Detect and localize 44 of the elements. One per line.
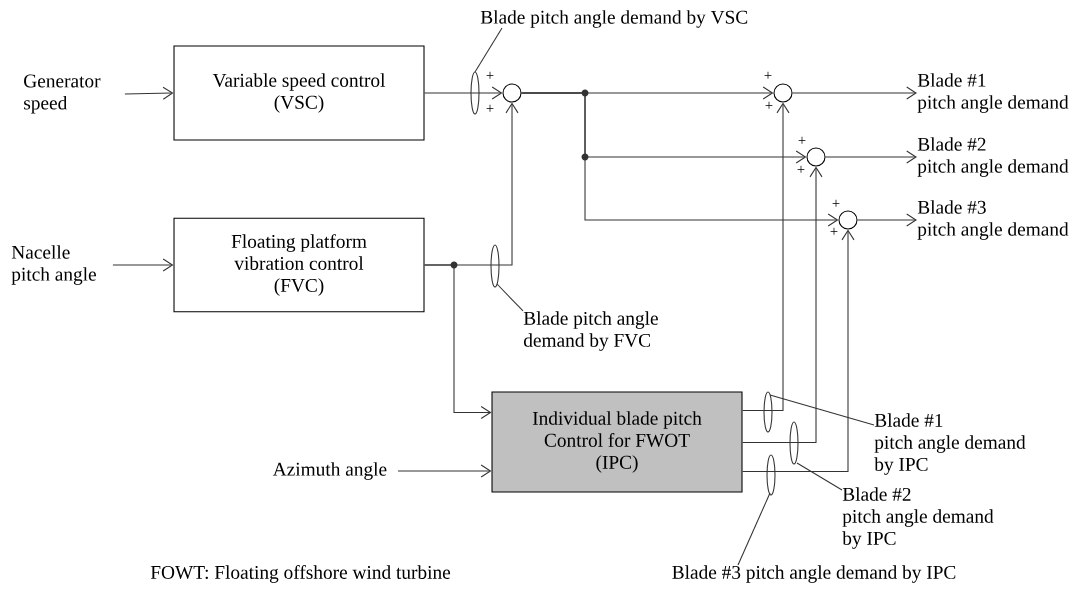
control-block: Floating platform vibration control (FVC) — [173, 217, 425, 313]
control-block: Variable speed control (VSC) — [173, 45, 425, 141]
arrow — [424, 86, 503, 100]
leader-line — [474, 27, 503, 73]
output-label: Blade #3 pitch angle demand — [917, 200, 1069, 240]
control-block: Individual blade pitch Control for FWOT (IPC) — [491, 391, 743, 493]
arrow — [124, 86, 174, 100]
arrow — [825, 150, 917, 164]
callout-text: Blade pitch angle demand by VSC — [480, 10, 748, 28]
input-label: Generator speed — [24, 74, 101, 114]
footnote: FOWT: Floating offshore wind turbine — [150, 565, 451, 583]
summing-junction — [502, 83, 522, 103]
leader-line — [769, 394, 875, 426]
plus-sign: + — [832, 199, 840, 207]
leader-line — [496, 283, 524, 312]
callout-text: Blade #1 pitch angle demand by IPC — [874, 413, 1026, 475]
arrow — [742, 102, 790, 411]
plus-sign: + — [765, 101, 773, 109]
input-label: Nacelle pitch angle — [11, 245, 96, 285]
plus-sign: + — [764, 71, 772, 79]
arrow — [742, 166, 823, 443]
arrow — [112, 258, 174, 272]
arrow — [857, 213, 917, 227]
leader-line — [737, 492, 771, 566]
plus-sign: + — [486, 104, 494, 112]
plus-sign: + — [797, 165, 805, 173]
arrow — [424, 264, 492, 419]
arrow — [521, 92, 839, 227]
arrow — [742, 229, 855, 472]
arrow — [792, 86, 917, 100]
callout-text: Blade #2 pitch angle demand by IPC — [842, 487, 994, 549]
leader-line — [796, 462, 843, 491]
arrow — [397, 464, 492, 478]
output-label: Blade #1 pitch angle demand — [917, 73, 1069, 113]
summing-junction — [838, 210, 858, 230]
plus-sign: + — [798, 136, 806, 144]
output-label: Blade #2 pitch angle demand — [917, 137, 1069, 177]
callout-text: Blade #3 pitch angle demand by IPC — [672, 565, 956, 583]
summing-junction — [806, 147, 826, 167]
plus-sign: + — [830, 227, 838, 235]
input-label: Azimuth angle — [272, 462, 387, 480]
plus-sign: + — [486, 71, 494, 79]
summing-junction — [773, 83, 793, 103]
callout-text: Blade pitch angle demand by FVC — [523, 311, 658, 351]
